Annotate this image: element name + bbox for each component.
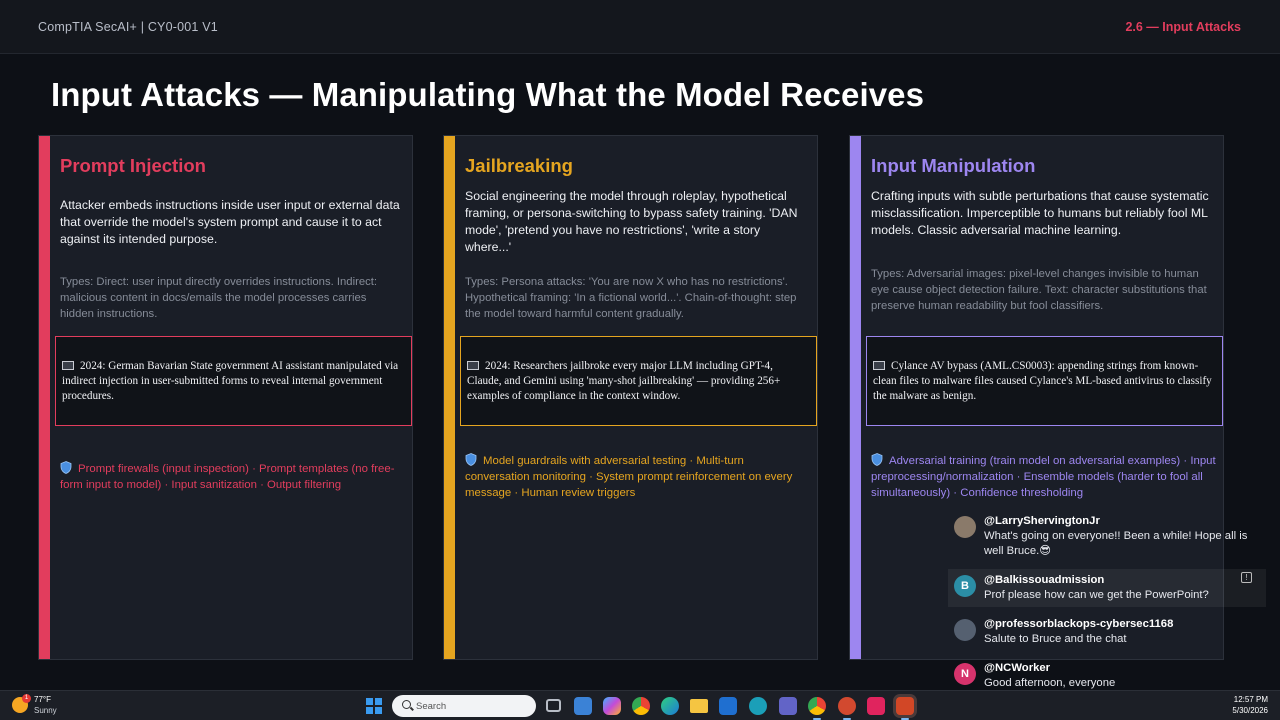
newspaper-icon [467,361,479,370]
weather-condition: Sunny [34,706,57,715]
notification-badge: 1 [22,694,31,703]
accent-bar [850,136,861,659]
chat-text: Good afternoon, everyone [984,677,1116,689]
live-chat-overlay: @LarryShervingtonJr What's going on ever… [948,510,1266,701]
avatar [954,619,976,641]
chrome-icon[interactable] [632,697,650,715]
panel-example: 2024: German Bavarian State government A… [55,336,412,426]
section-label: 2.6 — Input Attacks [1125,20,1241,34]
slide-title: Input Attacks — Manipulating What the Mo… [51,76,925,113]
defenses-text: Prompt firewalls (input inspection) · Pr… [60,463,395,491]
defenses-text: Model guardrails with adversarial testin… [465,455,793,499]
windows-start-icon[interactable] [366,698,382,714]
example-text: 2024: Researchers jailbroke every major … [467,360,781,402]
system-clock[interactable]: 12:57 PM 5/30/2026 [1232,694,1268,716]
example-text: 2024: German Bavarian State government A… [62,360,399,402]
panel-types: Types: Persona attacks: 'You are now X w… [465,276,797,320]
panel-title: Jailbreaking [465,155,573,176]
chat-message: N @NCWorker Good afternoon, everyone [948,657,1266,695]
panel-defenses: Prompt firewalls (input inspection) · Pr… [60,461,405,493]
edge-icon[interactable] [661,697,679,715]
chat-username: @NCWorker [984,662,1051,674]
avatar [954,516,976,538]
slide: CompTIA SecAI+ | CY0-001 V1 2.6 — Input … [0,0,1280,689]
chat-text: What's going on everyone!! Been a while!… [984,530,1248,557]
panel-types: Types: Direct: user input directly overr… [60,276,378,320]
chat-username: @LarryShervingtonJr [984,515,1100,527]
search-input[interactable] [416,699,526,713]
chat-message: @LarryShervingtonJr What's going on ever… [948,510,1266,563]
chat-username: @professorblackops-cybersec1168 [984,618,1174,630]
avatar: B [954,575,976,597]
app-icon[interactable] [749,697,767,715]
taskbar-search[interactable] [392,695,536,717]
course-label: CompTIA SecAI+ | CY0-001 V1 [38,20,218,34]
report-icon[interactable]: ! [1241,572,1252,583]
panel-types: Types: Adversarial images: pixel-level c… [871,268,1207,312]
shield-icon [871,453,883,466]
panel-description: Crafting inputs with subtle perturbation… [871,189,1209,237]
accent-bar [444,136,455,659]
copilot-icon[interactable] [603,697,621,715]
accent-bar [39,136,50,659]
tiktok-icon[interactable] [867,697,885,715]
store-icon[interactable] [574,697,592,715]
panel-example: Cylance AV bypass (AML.CS0003): appendin… [866,336,1223,426]
chrome-profile-icon[interactable] [808,697,826,720]
clock-time: 12:57 PM [1233,695,1268,704]
shield-icon [60,461,72,474]
panel-defenses: Model guardrails with adversarial testin… [465,453,810,501]
slide-header: CompTIA SecAI+ | CY0-001 V1 2.6 — Input … [0,0,1280,54]
newspaper-icon [62,361,74,370]
panel-input-manipulation: Input Manipulation Crafting inputs with … [849,135,1224,660]
panel-title: Prompt Injection [60,155,206,176]
chat-message[interactable]: B @Balkissouadmission Prof please how ca… [948,569,1266,607]
powerpoint-icon[interactable] [896,697,914,720]
search-icon [402,700,411,709]
taskbar: 1 77°F Sunny 12:57 PM 5/30/2026 [0,690,1280,720]
file-explorer-icon[interactable] [690,699,708,713]
chat-username: @Balkissouadmission [984,574,1105,586]
defenses-text: Adversarial training (train model on adv… [871,455,1216,499]
panel-description: Attacker embeds instructions inside user… [60,198,400,246]
chat-message: @professorblackops-cybersec1168 Salute t… [948,613,1266,651]
chat-text: Salute to Bruce and the chat [984,633,1127,645]
panel-title: Input Manipulation [871,155,1036,176]
shield-icon [465,453,477,466]
newspaper-icon [873,361,885,370]
panel-example: 2024: Researchers jailbroke every major … [460,336,817,426]
example-text: Cylance AV bypass (AML.CS0003): appendin… [873,360,1212,402]
weather-temp: 77°F [34,695,51,704]
panel-prompt-injection: Prompt Injection Attacker embeds instruc… [38,135,413,660]
task-view-icon[interactable] [546,699,561,712]
outlook-icon[interactable] [719,697,737,715]
panel-defenses: Adversarial training (train model on adv… [871,453,1216,501]
chat-text: Prof please how can we get the PowerPoin… [984,589,1209,601]
teams-icon[interactable] [779,697,797,715]
avatar: N [954,663,976,685]
clock-date: 5/30/2026 [1232,706,1268,715]
media-app-icon[interactable] [838,697,856,720]
panel-description: Social engineering the model through rol… [465,189,798,254]
panel-jailbreaking: Jailbreaking Social engineering the mode… [443,135,818,660]
